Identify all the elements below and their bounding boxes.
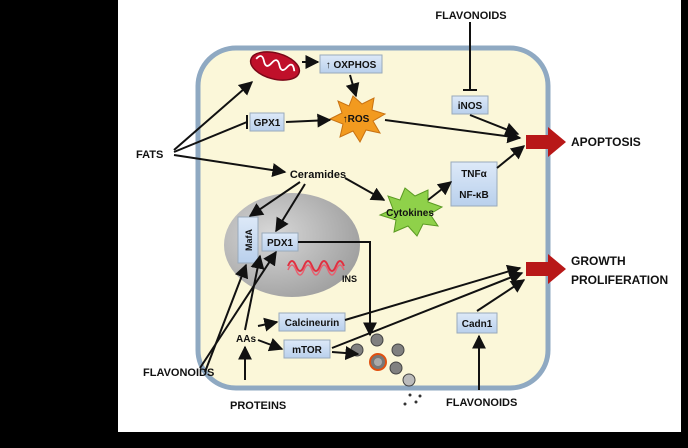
mtor-box bbox=[283, 339, 331, 359]
ros-label: ↑ROS bbox=[343, 114, 370, 125]
calcineurin-box bbox=[278, 312, 346, 332]
cell-body bbox=[195, 45, 551, 391]
oxphos-box bbox=[319, 54, 383, 74]
mitochondrion-icon bbox=[249, 51, 301, 81]
growth-arrow bbox=[526, 254, 566, 284]
apoptosis-label: APOPTOSIS bbox=[571, 135, 641, 149]
ins-gene-wave bbox=[287, 260, 345, 272]
inos-box bbox=[451, 95, 489, 115]
fats-label: FATS bbox=[136, 149, 163, 161]
pdx1-label: PDX1 bbox=[267, 238, 294, 249]
tnf-nfkb-box bbox=[450, 161, 498, 207]
cadn1-box bbox=[456, 312, 498, 334]
ceramides-label: Ceramides bbox=[290, 169, 346, 181]
gpx1-box bbox=[249, 112, 285, 132]
cytokines-burst bbox=[378, 187, 444, 237]
pathway-arrows bbox=[173, 22, 526, 390]
growth-label: GROWTH bbox=[571, 254, 626, 268]
cadn1-label: Cadn1 bbox=[462, 319, 493, 330]
aas-label: AAs bbox=[236, 334, 256, 345]
proteins-label: PROTEINS bbox=[230, 400, 286, 412]
mafa-box bbox=[237, 216, 259, 264]
inos-label: iNOS bbox=[458, 101, 483, 112]
oxphos-label: ↑ OXPHOS bbox=[326, 60, 377, 71]
ros-burst bbox=[328, 95, 387, 144]
calcineurin-label: Calcineurin bbox=[285, 318, 339, 329]
apoptosis-arrow bbox=[526, 127, 566, 157]
gpx1-label: GPX1 bbox=[254, 118, 281, 129]
flavonoids-left-label: FLAVONOIDS bbox=[143, 367, 214, 379]
proliferation-label: PROLIFERATION bbox=[571, 273, 668, 287]
ins-label: INS bbox=[342, 274, 357, 284]
mtor-label: mTOR bbox=[292, 345, 323, 356]
cytokines-label: Cytokines bbox=[386, 208, 434, 219]
tnfa-label: TNFα bbox=[461, 169, 487, 180]
flavonoids-bottom-label: FLAVONOIDS bbox=[446, 397, 517, 409]
mafa-label: MafA bbox=[244, 229, 254, 251]
nfkb-label: NF-κB bbox=[459, 190, 488, 201]
flavonoids-top-label: FLAVONOIDS bbox=[435, 10, 506, 22]
